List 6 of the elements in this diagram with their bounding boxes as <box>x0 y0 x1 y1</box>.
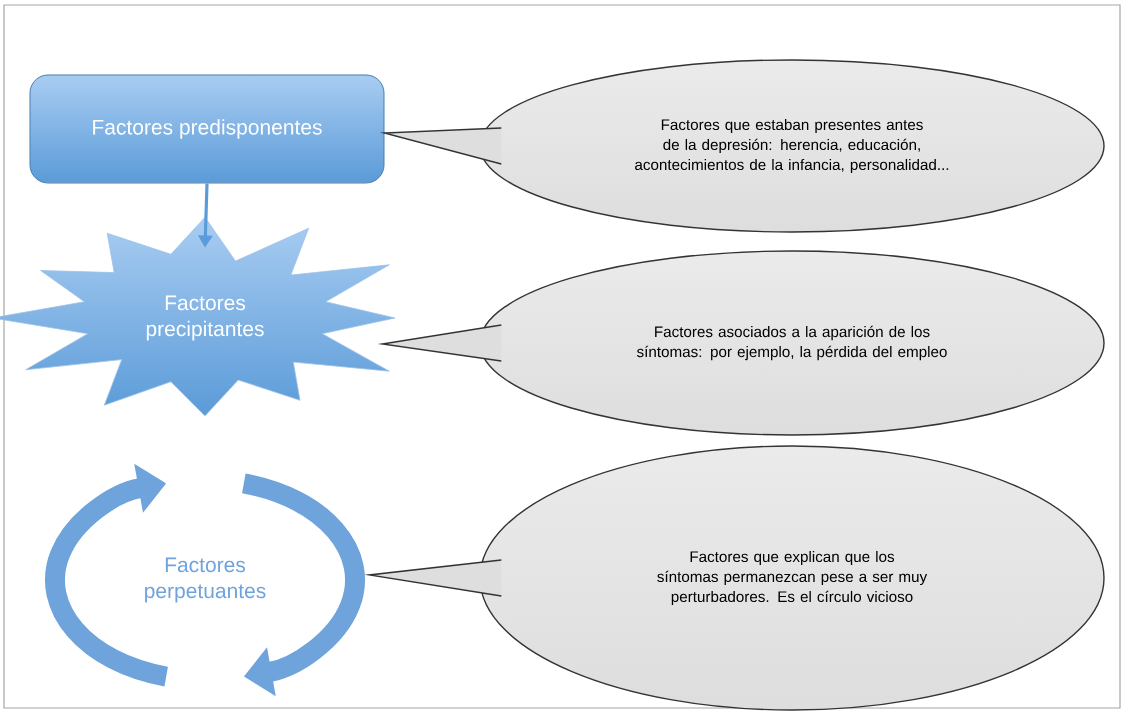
speech-bubble: Factores que explican que los síntomas permanezcan pese a ser muy perturbadores. Es el círculo vicioso <box>364 445 1105 711</box>
speech-bubble: Factores que estaban presentes antes de la depresión: herencia, educación, acontecimientos de la infancia, personalidad... <box>379 59 1105 233</box>
node-label: Factores perpetuantes <box>145 557 266 603</box>
speech-bubble: Factores asociados a la aparición de los síntomas: por ejemplo, la pérdida del empleo <box>377 250 1105 436</box>
cycle-arrows: Factores perpetuantes <box>45 463 365 697</box>
process-box: Factores predisponentes <box>29 74 385 184</box>
